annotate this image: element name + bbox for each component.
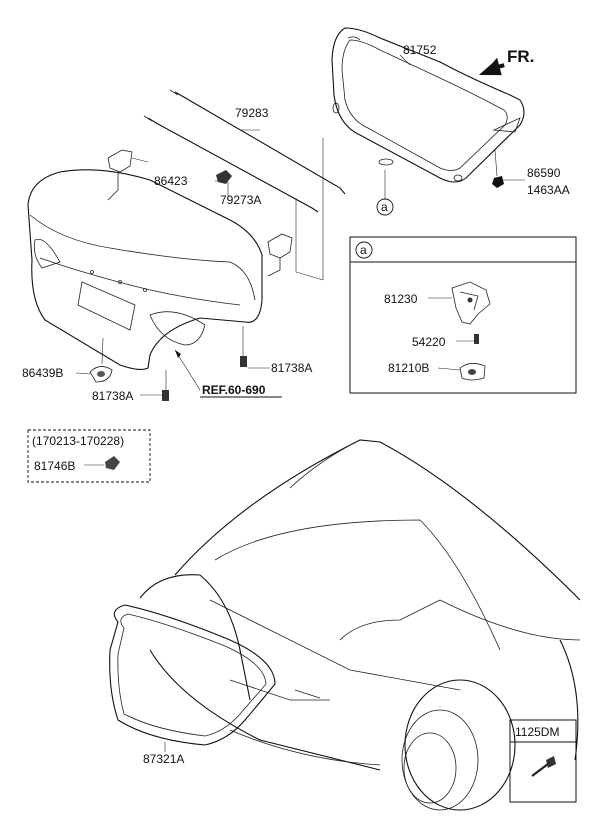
trunk-lid-trim-panel: [331, 27, 525, 183]
part-label-81738a-right: 81738A: [271, 361, 312, 375]
latch-81210b-icon: [437, 363, 486, 381]
weatherstrip-seal: [109, 604, 276, 752]
part-label-86590: 86590: [527, 166, 561, 180]
reference-label: REF.60-690: [202, 383, 266, 397]
bumper-stop-right-icon: [240, 326, 270, 369]
hinge-left: [107, 149, 149, 201]
car-body-rear: [139, 439, 581, 811]
callout-marker: a: [376, 198, 394, 216]
bolt-box: 1125DM: [509, 719, 577, 803]
screw-54220-icon: [456, 334, 479, 344]
torsion-bar-bracket-lines: [295, 138, 324, 281]
bolt-box-code: 1125DM: [515, 725, 559, 739]
svg-text:a: a: [381, 200, 388, 214]
clip-icon: [492, 149, 525, 188]
hinge-right: [267, 233, 293, 277]
rubber-pad-icon: [75, 337, 113, 383]
part-label-87321a: 87321A: [143, 752, 184, 766]
part-label-86423: 86423: [154, 174, 188, 188]
part-label-81210b: 81210B: [388, 361, 429, 375]
detail-box: a 81230 54220 81210B: [349, 236, 577, 394]
front-arrow-icon: [478, 57, 505, 76]
torsion-bar-79283: [169, 89, 346, 195]
part-label-1463aa: 1463AA: [527, 183, 570, 197]
part-label-81746b: 81746B: [34, 459, 75, 473]
part-label-86439b: 86439B: [22, 366, 63, 380]
part-label-79273a: 79273A: [220, 193, 261, 207]
clip-86423-icon: [216, 170, 232, 184]
clip-81746b-icon: [84, 456, 120, 470]
front-direction-label: FR.: [507, 47, 534, 66]
part-label-81752: 81752: [403, 43, 437, 57]
reference-arrow: [174, 349, 282, 398]
part-label-81738a-bottom: 81738A: [92, 389, 133, 403]
date-range-box: (170213-170228) 81746B: [27, 429, 151, 483]
trunk-lid: [27, 169, 263, 371]
part-label-79283: 79283: [235, 106, 269, 120]
date-range-label: (170213-170228): [32, 434, 124, 448]
torsion-bar-79273A: [143, 115, 319, 213]
latch-actuator-icon: [428, 281, 491, 325]
part-label-54220: 54220: [412, 335, 446, 349]
bolt-icon: [531, 756, 556, 777]
part-label-81230: 81230: [384, 292, 418, 306]
detail-box-marker: a: [360, 243, 367, 257]
bumper-stop-bottom-icon: [140, 370, 169, 401]
